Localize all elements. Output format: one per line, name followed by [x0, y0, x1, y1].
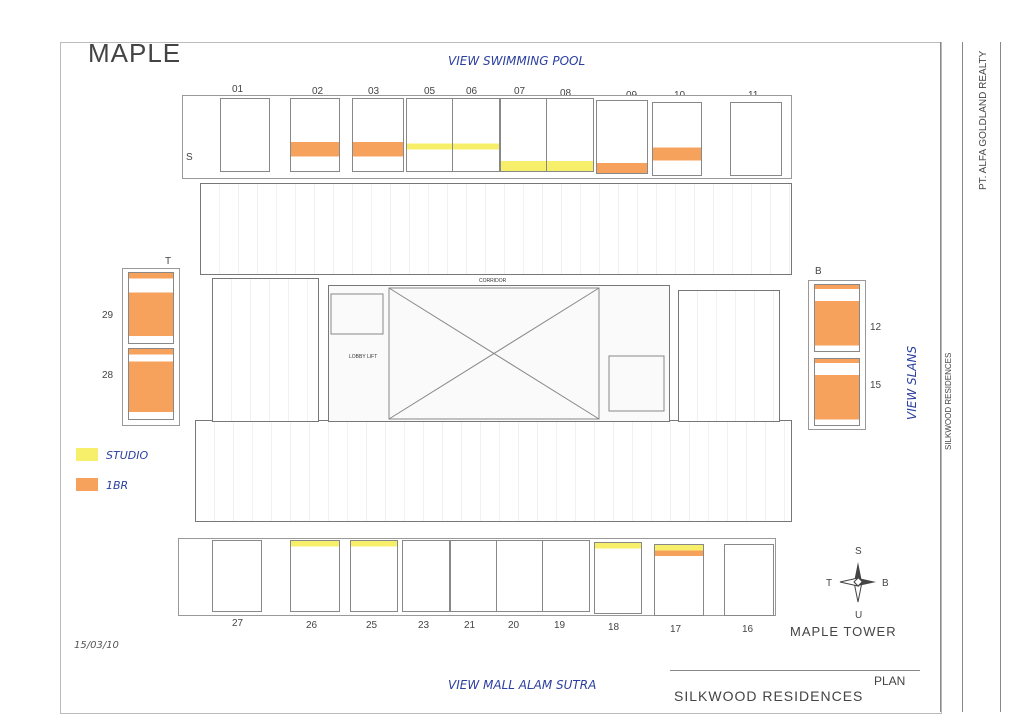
unit-number: 03: [368, 86, 380, 97]
signature-date: 15/03/10: [74, 640, 119, 651]
floor-plan-bottom-wing: [195, 420, 792, 522]
unit-number: 18: [608, 622, 620, 633]
company-name: PT. ALFA GOLDLAND REALTY: [978, 50, 989, 190]
project-name-vertical: SILKWOOD RESIDENCES: [944, 352, 953, 450]
unit-number: 29: [102, 310, 114, 321]
title-block: [670, 670, 920, 711]
drawing-sheet: [60, 42, 942, 714]
unit-number: 07: [514, 86, 526, 97]
unit-table: [128, 272, 174, 344]
unit-number: 20: [508, 620, 520, 631]
unit-number: 27: [232, 618, 244, 629]
unit-table: [406, 98, 454, 172]
tower-name: MAPLE TOWER: [790, 624, 897, 639]
compass-west: T: [826, 578, 833, 589]
unit-table: [128, 348, 174, 420]
unit-table: [220, 98, 270, 172]
unit-table: [450, 540, 498, 612]
unit-number: 21: [464, 620, 476, 631]
unit-table: [730, 102, 782, 176]
view-top-label: VIEW SWIMMING POOL: [448, 54, 586, 68]
legend-label-1br: 1BR: [106, 479, 129, 492]
central-atrium: CORRIDOR LOBBY LIFT: [328, 278, 670, 422]
title-strip-border: [962, 42, 963, 712]
compass-north: S: [855, 546, 862, 557]
unit-number: 28: [102, 370, 114, 381]
unit-table: [596, 100, 648, 174]
unit-table: [724, 544, 774, 616]
compass-south: U: [855, 610, 863, 621]
unit-number: 08: [560, 88, 572, 99]
floor-plan-top-wing: [200, 183, 792, 275]
unit-table: [546, 98, 594, 172]
block-label-left: T: [165, 256, 172, 267]
compass-east: B: [882, 578, 889, 589]
unit-number: 15: [870, 380, 882, 391]
unit-table: [452, 98, 500, 172]
unit-number: 25: [366, 620, 378, 631]
view-bottom-label: VIEW MALL ALAM SUTRA: [448, 678, 597, 692]
unit-number: 05: [424, 86, 436, 97]
unit-table: [212, 540, 262, 612]
floor-plan-left-wing: [212, 278, 319, 422]
unit-table: [594, 542, 642, 614]
unit-table: [500, 98, 548, 172]
floor-plan-right-wing: [678, 290, 780, 422]
corridor-label: CORRIDOR: [479, 278, 507, 284]
page-title: MAPLE: [88, 38, 182, 68]
unit-number: 17: [670, 624, 682, 635]
unit-number: 01: [232, 84, 244, 95]
unit-number: 23: [418, 620, 430, 631]
unit-table: [352, 98, 404, 172]
unit-table: [290, 98, 340, 172]
unit-table: [542, 540, 590, 612]
unit-number: 02: [312, 86, 324, 97]
unit-number: 12: [870, 322, 882, 333]
unit-table: [290, 540, 340, 612]
unit-table: [814, 358, 860, 426]
unit-number: 26: [306, 620, 318, 631]
project-name: SILKWOOD RESIDENCES: [674, 688, 864, 704]
view-right-label: VIEW SLANS: [905, 345, 919, 420]
compass-icon: [839, 562, 876, 603]
legend-swatch-1br: [76, 478, 98, 491]
title-strip-border: [1000, 42, 1001, 712]
unit-number: 19: [554, 620, 566, 631]
unit-table: [654, 544, 704, 616]
legend-label-studio: STUDIO: [106, 449, 149, 462]
block-label-right: B: [815, 266, 822, 277]
block-label-top: S: [186, 152, 193, 163]
lobby-label: LOBBY LIFT: [349, 354, 378, 360]
unit-number: 16: [742, 624, 754, 635]
legend-swatch-studio: [76, 448, 98, 461]
plan-label: PLAN: [874, 674, 906, 688]
unit-table: [814, 284, 860, 352]
unit-table: [402, 540, 450, 612]
unit-table: [652, 102, 702, 176]
unit-table: [350, 540, 398, 612]
atrium-cross-icon: [330, 287, 665, 420]
title-strip-border: [940, 42, 941, 712]
unit-table: [496, 540, 544, 612]
unit-number: 06: [466, 86, 478, 97]
